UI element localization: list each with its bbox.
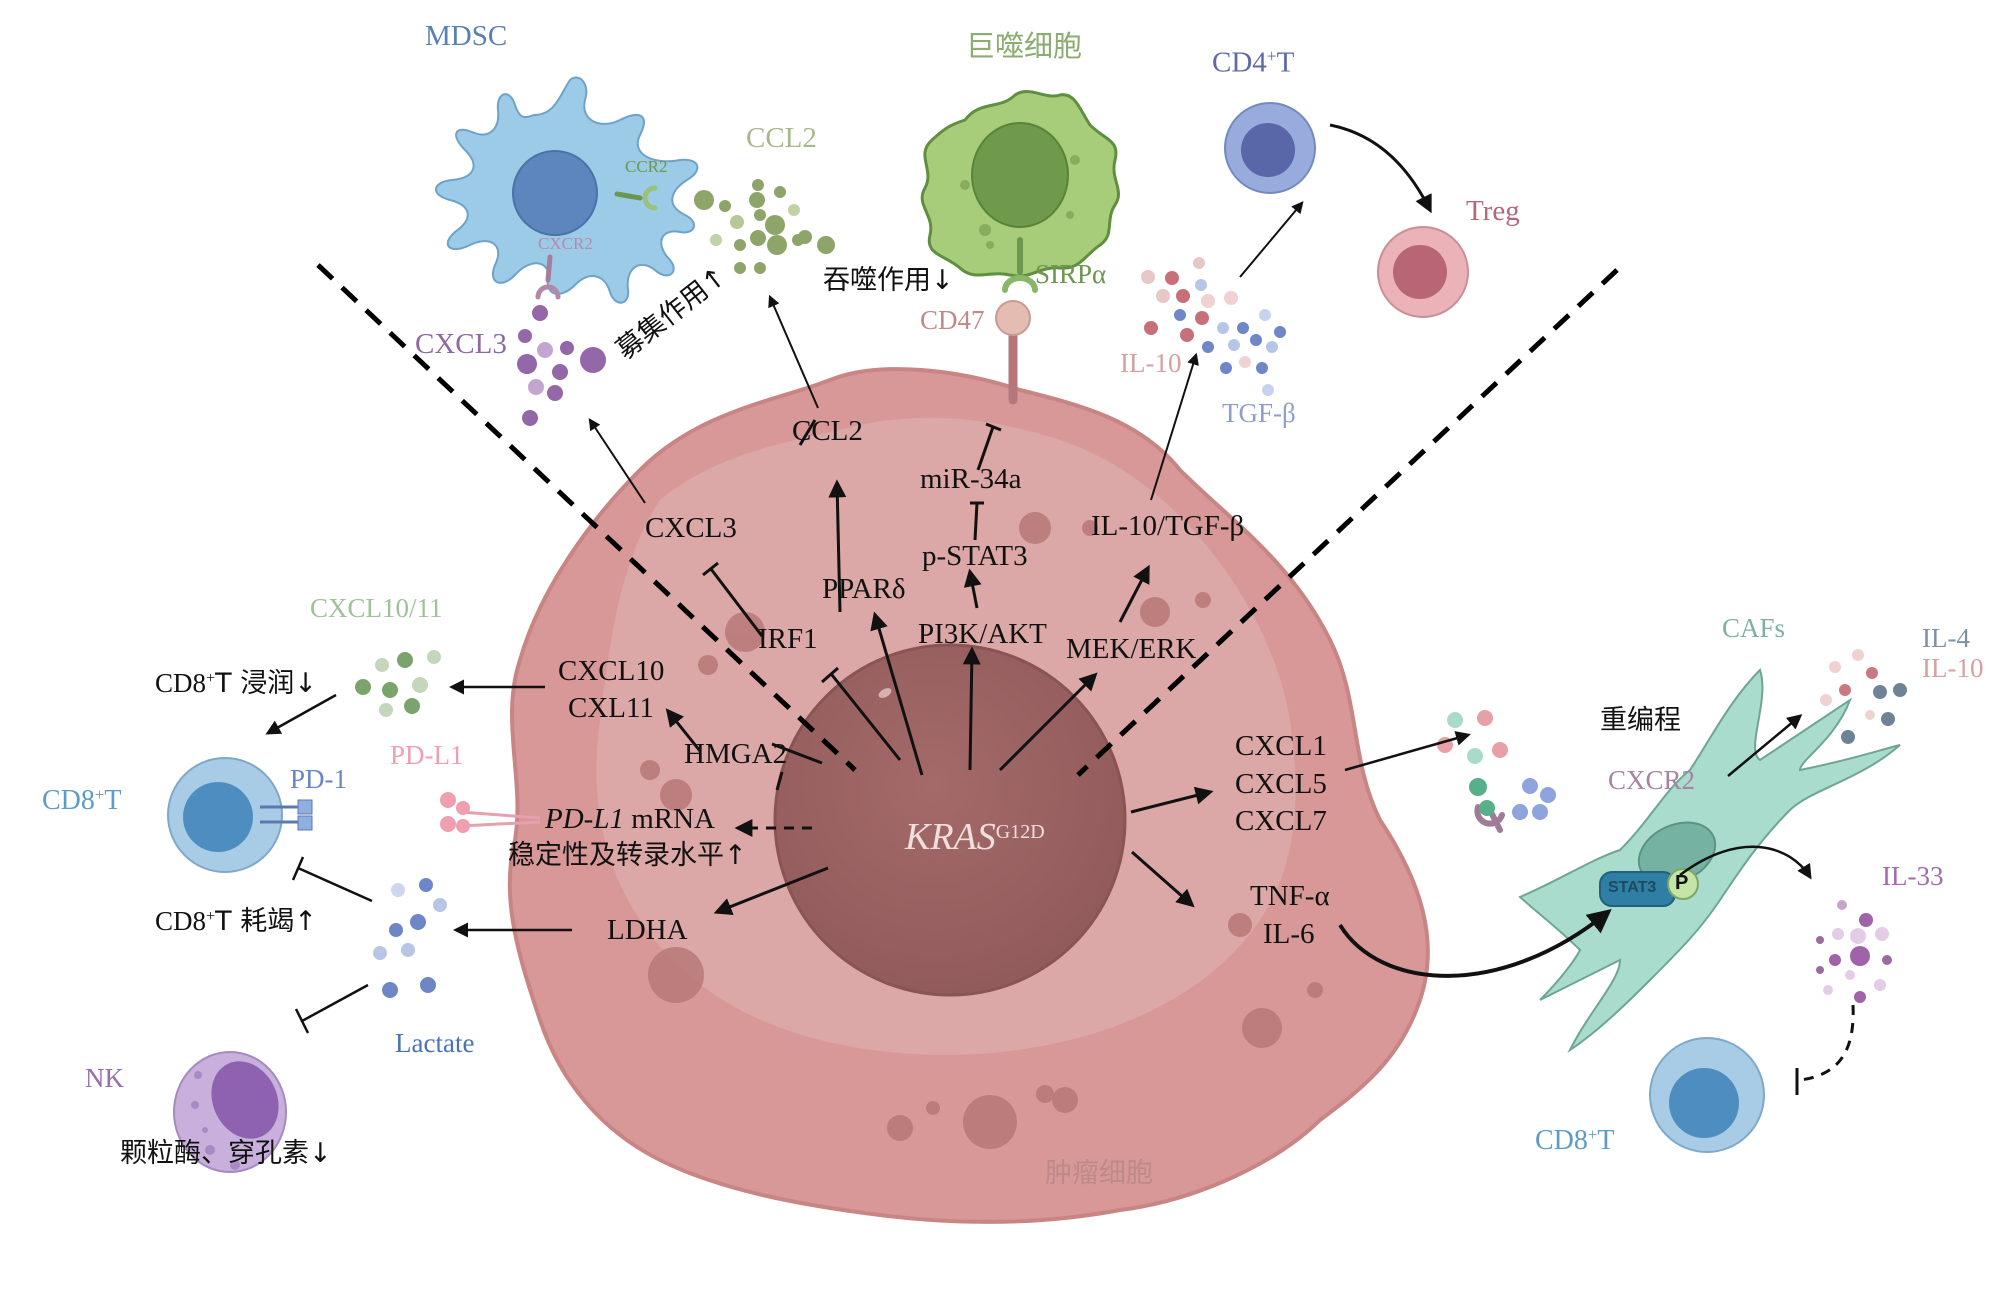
cd4-to-treg-arrow <box>1329 123 1432 214</box>
tnfa-label: TNF-α <box>1250 880 1330 912</box>
mdsc-cell <box>435 76 699 304</box>
cytokine-to-cd4-arrow <box>1239 201 1304 278</box>
cxl11-label: CXL11 <box>568 692 654 724</box>
pdl1-label: PD-L1 <box>390 740 464 770</box>
mdsc-label: MDSC <box>425 20 508 52</box>
cxcl3-intracellular-label: CXCL3 <box>645 512 737 544</box>
mdsc-nucleus <box>512 150 598 236</box>
phospho-badge <box>1667 868 1699 900</box>
caf-secreted-particles <box>1437 710 1556 820</box>
cd4-label: CD4+T <box>1212 46 1295 79</box>
cxcl10-intracellular-label: CXCL10 <box>558 655 665 687</box>
cxcr2-receptor-mdsc <box>545 254 553 283</box>
divider-right <box>1076 268 1619 777</box>
pstat3-label: p-STAT3 <box>922 540 1028 572</box>
cxcl3-particles <box>517 305 606 426</box>
cxcr2-mdsc-label: CXCR2 <box>538 234 593 253</box>
il4-il10-particles <box>1820 649 1907 744</box>
tgfb-extracellular-label: TGF-β <box>1222 398 1296 428</box>
pd1-receptor <box>297 799 313 815</box>
macrophage-nucleus <box>971 122 1069 228</box>
il33-inhibit-cd8-line <box>1799 1004 1855 1082</box>
il10-tgfb-intracellular-label: IL-10/TGF-β <box>1091 510 1245 542</box>
cd47-receptor <box>995 300 1031 405</box>
cd47-label: CD47 <box>920 305 985 335</box>
tumor-cell-label: 肿瘤细胞 <box>1045 1158 1153 1189</box>
pdl1-mrna-label: PD-L1 mRNA <box>545 803 715 835</box>
tumor-vesicles <box>640 512 1323 1149</box>
cxcl7-label: CXCL7 <box>1235 805 1327 837</box>
ccl2-extracellular-label: CCL2 <box>746 122 817 154</box>
phagocytosis-effect-label: 吞噬作用↓ <box>823 265 954 296</box>
il6-label: IL-6 <box>1263 918 1315 950</box>
cd4-t-cell <box>1224 102 1316 194</box>
hmga2-label: HMGA2 <box>684 738 788 770</box>
cxcl5-label: CXCL5 <box>1235 768 1327 800</box>
cxcl10-11-extracellular-label: CXCL10/11 <box>310 593 443 623</box>
caf-cell <box>1474 668 1901 1053</box>
pi3k-akt-label: PI3K/AKT <box>918 618 1047 650</box>
divider-left <box>316 263 857 772</box>
il10-extracellular-label: IL-10 <box>1120 348 1182 378</box>
cxcl1-label: CXCL1 <box>1235 730 1327 762</box>
mek-erk-label: MEK/ERK <box>1066 633 1197 665</box>
extracellular-arrows <box>265 679 1812 1034</box>
il10-tgfb-particles <box>1141 257 1286 396</box>
nk-effect-label: 颗粒酶、穿孔素↓ <box>120 1138 332 1169</box>
macrophage-label: 巨噬细胞 <box>966 29 1083 63</box>
kras-label: KRASG12D <box>905 816 1045 858</box>
pathway-arrows <box>588 294 1214 916</box>
lactate-particles <box>373 878 447 998</box>
il10-caf-label: IL-10 <box>1922 653 1984 683</box>
treg-cell <box>1377 226 1469 318</box>
cd8-t-cell-left <box>167 757 313 873</box>
cd8-t-cell-right <box>1649 1037 1765 1153</box>
treg-label: Treg <box>1466 195 1520 227</box>
il33-label: IL-33 <box>1882 861 1944 891</box>
cd8-infiltration-label: CD8+T 浸润↓ <box>155 668 317 699</box>
cxcl3-extracellular-label: CXCL3 <box>415 328 507 360</box>
ccr2-label: CCR2 <box>625 157 668 176</box>
ccr2-receptor <box>614 191 643 201</box>
nk-cell <box>173 1051 287 1173</box>
stat3-label: STAT3 <box>1608 879 1657 896</box>
cd8-exhaustion-label: CD8+T 耗竭↑ <box>155 906 317 937</box>
pdl1-receptor <box>440 792 541 833</box>
il33-particles <box>1816 900 1892 1003</box>
pd1-label: PD-1 <box>290 764 348 794</box>
irf1-label: IRF1 <box>758 623 818 655</box>
nk-label: NK <box>85 1063 124 1093</box>
cafs-label: CAFs <box>1722 613 1786 643</box>
il4-label: IL-4 <box>1922 623 1970 653</box>
phospho-label: P <box>1675 872 1689 894</box>
ppard-label: PPARδ <box>822 573 906 605</box>
cxcr2-caf-label: CXCR2 <box>1608 765 1696 795</box>
pdl1-effect-label: 稳定性及转录水平↑ <box>508 840 747 871</box>
mir34a-label: miR-34a <box>920 463 1022 495</box>
ccl2-intracellular-label: CCL2 <box>792 415 863 447</box>
cd8-right-label: CD8+T <box>1535 1125 1615 1157</box>
macrophage-cell <box>920 89 1121 293</box>
ldha-label: LDHA <box>607 914 688 946</box>
cxcl10-11-particles <box>355 650 441 717</box>
cd8-left-label: CD8+T <box>42 785 122 817</box>
sirpa-label: SIRPα <box>1035 259 1107 289</box>
reprogramming-label: 重编程 <box>1600 705 1681 736</box>
ccl2-particles <box>694 179 835 274</box>
lactate-label: Lactate <box>395 1028 475 1058</box>
